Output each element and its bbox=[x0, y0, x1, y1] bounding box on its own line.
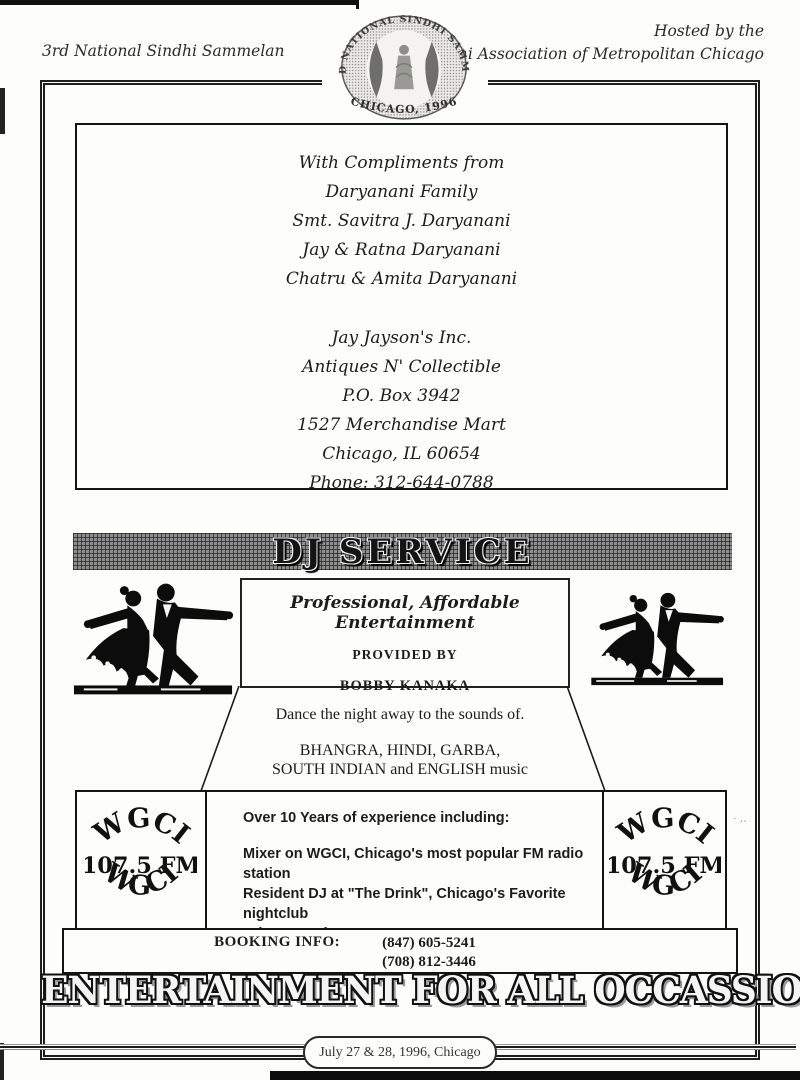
compliments-line: Phone: 312-644-0788 bbox=[309, 473, 494, 493]
event-date-text: July 27 & 28, 1996, Chicago bbox=[319, 1044, 481, 1060]
compliments-line: Chicago, IL 60654 bbox=[322, 444, 481, 464]
compliments-line: Smt. Savitra J. Daryanani bbox=[292, 211, 511, 231]
booking-phone-2: (708) 812-3446 bbox=[382, 954, 476, 970]
footer-stripe-left bbox=[0, 1044, 305, 1050]
experience-text-cell: Over 10 Years of experience including: M… bbox=[207, 792, 602, 942]
compliments-line: With Compliments from bbox=[298, 153, 505, 173]
footer-stripe-right bbox=[493, 1044, 796, 1050]
scan-artifact-top-tick bbox=[356, 0, 359, 9]
scan-artifact-squiggle: ·‥ bbox=[733, 813, 751, 825]
funnel-lines bbox=[200, 686, 606, 792]
compliments-line: Jay Jayson's Inc. bbox=[331, 328, 472, 348]
music-line-2: SOUTH INDIAN and ENGLISH music bbox=[272, 761, 528, 778]
wgci-107-5-fm-logo-icon: WGCI 107.5 FM WGCI bbox=[85, 803, 197, 902]
dance-text-block: Dance the night away to the sounds of. B… bbox=[150, 706, 650, 779]
compliments-line: Chatru & Amita Daryanani bbox=[285, 269, 518, 289]
sammelan-seal-icon: THIRD NATIONAL SINDHI SAMMELAN CHICAGO, … bbox=[325, 10, 470, 120]
scan-artifact-top-line bbox=[0, 0, 358, 5]
provider-name-text: BOBBY KANAKA bbox=[339, 678, 471, 694]
header-event-title: 3rd National Sindhi Sammelan bbox=[42, 42, 285, 60]
scan-artifact-left-edge-bottom bbox=[0, 1043, 4, 1080]
compliments-box: With Compliments from Daryanani Family S… bbox=[75, 123, 728, 493]
compliments-line: P.O. Box 3942 bbox=[342, 386, 461, 406]
experience-item: Mixer on WGCI, Chicago's most popular FM… bbox=[243, 846, 584, 882]
wgci-logo-left: WGCI 107.5 FM WGCI bbox=[77, 792, 207, 928]
wgci-frequency-text: 107.5 FM bbox=[85, 853, 197, 879]
scan-artifact-bottom-bar bbox=[270, 1071, 800, 1080]
dance-line: Dance the night away to the sounds of. bbox=[275, 706, 525, 723]
compliments-family-block: With Compliments from Daryanani Family S… bbox=[77, 149, 726, 294]
experience-title: Over 10 Years of experience including: bbox=[243, 810, 510, 826]
wgci-logo-right: WGCI 107.5 FM WGCI bbox=[602, 792, 725, 928]
svg-text:WGCI: WGCI bbox=[88, 803, 195, 850]
tagline-text: Professional, Affordable Entertainment bbox=[290, 593, 520, 633]
compliments-business-block: Jay Jayson's Inc. Antiques N' Collectibl… bbox=[77, 324, 726, 498]
dj-service-banner-text: DJ SERVICE bbox=[272, 531, 533, 572]
dancing-couple-icon bbox=[73, 583, 234, 695]
booking-info-group: BOOKING INFO: (847) 605-5241 (708) 812-3… bbox=[214, 930, 476, 972]
compliments-line: Daryanani Family bbox=[325, 182, 478, 202]
booking-phones: (847) 605-5241 (708) 812-3446 bbox=[382, 934, 476, 972]
wgci-top-text: WGCI bbox=[611, 803, 718, 850]
compliments-line: 1527 Merchandise Mart bbox=[297, 415, 506, 435]
header-host: Hosted by the Sindhi Association of Metr… bbox=[422, 20, 764, 66]
event-date-pill: July 27 & 28, 1996, Chicago bbox=[303, 1036, 497, 1069]
compliments-line: Antiques N' Collectible bbox=[302, 357, 501, 377]
wgci-107-5-fm-logo-icon: WGCI 107.5 FM WGCI bbox=[609, 803, 721, 902]
music-line-1: BHANGRA, HINDI, GARBA, bbox=[299, 742, 501, 759]
wgci-frequency-text: 107.5 FM bbox=[609, 853, 721, 879]
wgci-top-text: WGCI bbox=[88, 803, 195, 850]
scan-artifact-left-edge bbox=[0, 88, 5, 134]
booking-info-bar: BOOKING INFO: (847) 605-5241 (708) 812-3… bbox=[62, 928, 738, 974]
provider-box: Professional, Affordable Entertainment P… bbox=[240, 578, 570, 694]
experience-section: WGCI 107.5 FM WGCI Over 10 Years of expe… bbox=[75, 790, 727, 942]
dj-service-banner: DJ SERVICE bbox=[73, 531, 732, 572]
dancing-couple-icon bbox=[591, 592, 724, 686]
provided-by-text: PROVIDED BY bbox=[352, 647, 458, 662]
header-host-line2: Sindhi Association of Metropolitan Chica… bbox=[422, 45, 764, 63]
header-host-line1: Hosted by the bbox=[653, 22, 764, 40]
booking-label: BOOKING INFO: bbox=[214, 934, 341, 950]
entertainment-banner: ENTERTAINMENT FOR ALL OCCASSIONS bbox=[41, 968, 800, 1012]
booking-phone-1: (847) 605-5241 bbox=[382, 935, 476, 951]
compliments-line: Jay & Ratna Daryanani bbox=[302, 240, 501, 260]
svg-text:WGCI: WGCI bbox=[611, 803, 718, 850]
experience-item: Resident DJ at "The Drink", Chicago's Fa… bbox=[243, 886, 566, 922]
